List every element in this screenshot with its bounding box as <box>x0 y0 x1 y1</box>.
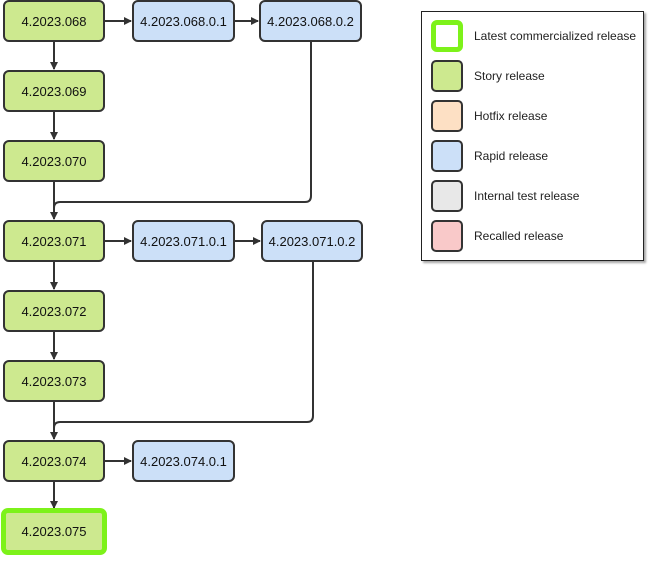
legend-swatch-recalled <box>431 220 463 252</box>
node-4-2023-070: 4.2023.070 <box>3 140 105 182</box>
legend-panel: Latest commercialized release Story rele… <box>421 11 644 261</box>
legend-label-story: Story release <box>474 69 545 83</box>
node-4-2023-071: 4.2023.071 <box>3 220 105 262</box>
node-4-2023-069: 4.2023.069 <box>3 70 105 112</box>
legend-swatch-hotfix <box>431 100 463 132</box>
node-4-2023-072: 4.2023.072 <box>3 290 105 332</box>
node-4-2023-071-0-2: 4.2023.071.0.2 <box>261 220 363 262</box>
legend-item-latest: Latest commercialized release <box>431 20 636 52</box>
legend-item-hotfix: Hotfix release <box>431 100 547 132</box>
legend-swatch-latest <box>431 20 463 52</box>
return-connector-071-0-2 <box>53 262 314 429</box>
node-4-2023-074-0-1: 4.2023.074.0.1 <box>132 440 235 482</box>
legend-item-recalled: Recalled release <box>431 220 563 252</box>
legend-label-latest: Latest commercialized release <box>474 29 637 43</box>
legend-swatch-story <box>431 60 463 92</box>
legend-label-hotfix: Hotfix release <box>474 109 548 123</box>
node-4-2023-073: 4.2023.073 <box>3 360 105 402</box>
node-4-2023-074: 4.2023.074 <box>3 440 105 482</box>
node-4-2023-068-0-2: 4.2023.068.0.2 <box>259 0 362 42</box>
legend-item-story: Story release <box>431 60 545 92</box>
legend-label-internal: Internal test release <box>474 189 580 203</box>
legend-swatch-internal <box>431 180 463 212</box>
legend-label-recalled: Recalled release <box>474 229 564 243</box>
legend-swatch-rapid <box>431 140 463 172</box>
node-4-2023-068: 4.2023.068 <box>3 0 105 42</box>
legend-item-internal: Internal test release <box>431 180 579 212</box>
legend-item-rapid: Rapid release <box>431 140 548 172</box>
node-4-2023-068-0-1: 4.2023.068.0.1 <box>132 0 235 42</box>
node-4-2023-075: 4.2023.075 <box>1 508 107 555</box>
node-4-2023-071-0-1: 4.2023.071.0.1 <box>132 220 235 262</box>
return-connector-068-0-2 <box>53 42 312 209</box>
legend-label-rapid: Rapid release <box>474 149 549 163</box>
